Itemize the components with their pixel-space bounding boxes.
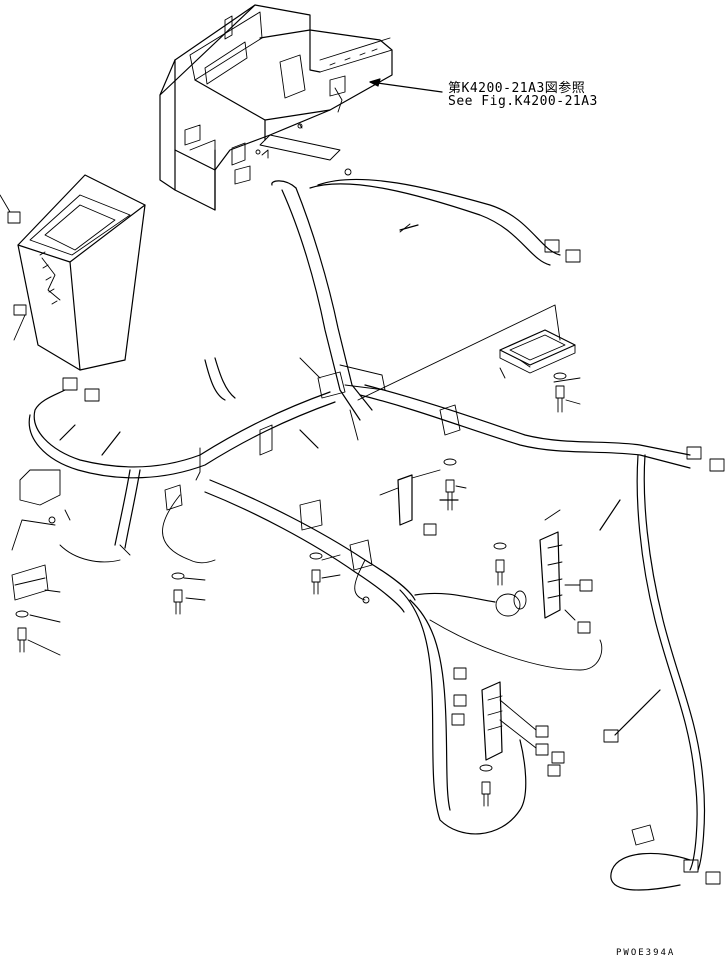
reference-arrow <box>369 78 443 93</box>
leader-lines <box>59 224 621 531</box>
reference-note-japanese: 第K4200-21A3図参照 <box>448 81 586 96</box>
main-harness <box>11 178 725 891</box>
fasteners-left <box>11 552 341 656</box>
reference-note-english: See Fig.K4200-21A3 <box>448 94 598 109</box>
bracket-center <box>379 458 467 536</box>
left-relay-box <box>0 174 146 371</box>
top-console-assembly <box>159 4 393 211</box>
drawing-code: PWOE394A <box>616 948 676 958</box>
relay-bracket-lower <box>451 667 565 807</box>
bracket-upper-right <box>357 304 581 413</box>
relay-bracket <box>493 509 593 634</box>
